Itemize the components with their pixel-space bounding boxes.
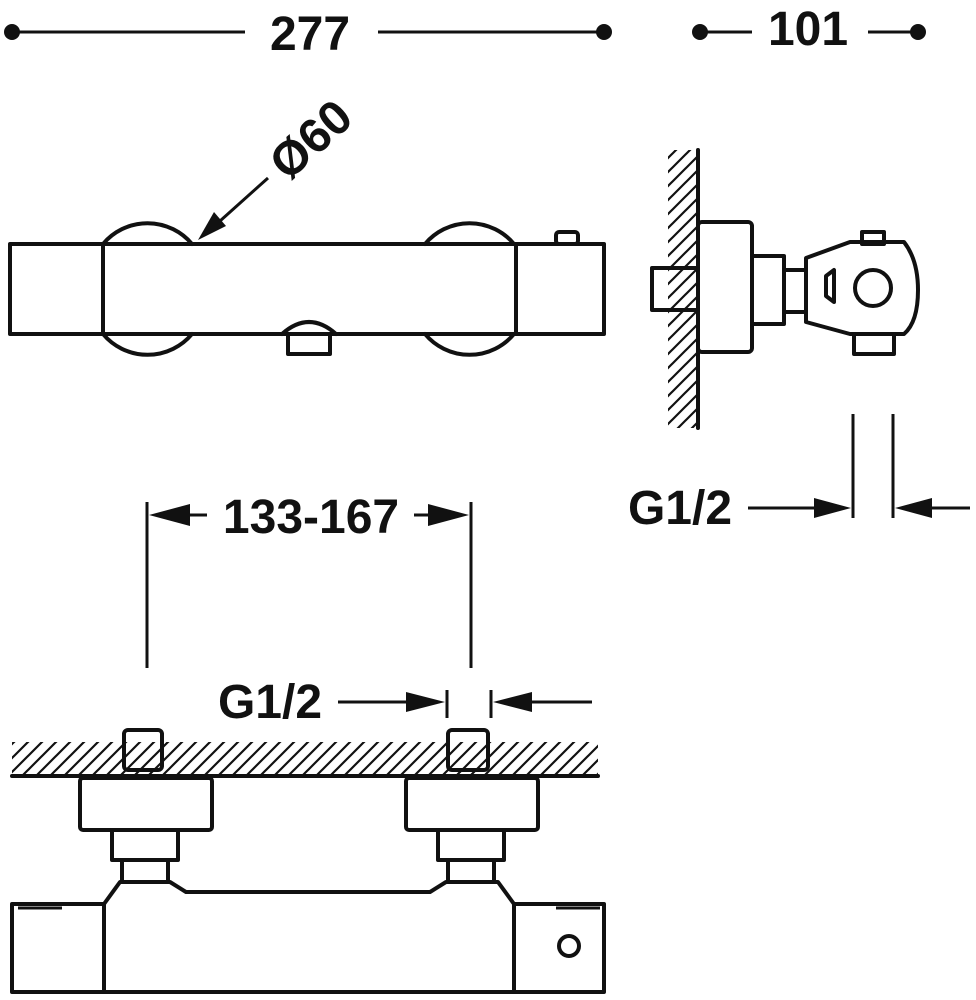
arrowhead-right bbox=[895, 498, 932, 518]
dimension-label-depth: 101 bbox=[768, 3, 848, 56]
leader-arrowhead bbox=[198, 212, 226, 240]
left-flange bbox=[78, 776, 214, 832]
right-flange bbox=[404, 776, 540, 832]
dimension-inlet-spacing: 133-167 bbox=[145, 491, 473, 668]
right-nut bbox=[436, 828, 506, 862]
dimension-dot-left bbox=[4, 24, 20, 40]
left-wall-fitting bbox=[122, 728, 164, 772]
left-nut bbox=[110, 828, 180, 862]
dimension-dot-right bbox=[910, 24, 926, 40]
left-handle-bottom bbox=[101, 332, 194, 357]
connector-nut bbox=[750, 254, 786, 326]
dimension-label-handle-diameter: Ø60 bbox=[260, 90, 363, 190]
dimension-thread-side: G1/2 bbox=[628, 414, 970, 535]
dimension-thread-top: G1/2 bbox=[218, 676, 592, 729]
dimension-overall-length: 277 bbox=[4, 8, 612, 61]
dimension-label-thread-top: G1/2 bbox=[218, 676, 322, 729]
side-clip bbox=[824, 268, 836, 304]
outlet-dome bbox=[280, 320, 338, 336]
dimension-dot-right bbox=[596, 24, 612, 40]
arrowhead-right bbox=[493, 692, 532, 712]
front-view bbox=[8, 221, 606, 357]
arrowhead-left bbox=[406, 692, 445, 712]
dimension-depth: 101 bbox=[692, 3, 926, 56]
safety-button-hole bbox=[557, 934, 581, 958]
connector-neck bbox=[782, 268, 808, 314]
wall-hatching bbox=[668, 150, 698, 428]
right-handle-top bbox=[423, 221, 516, 246]
right-handle-bottom bbox=[423, 332, 516, 357]
dimension-label-inlet-spacing: 133-167 bbox=[223, 491, 399, 544]
arrowhead-right bbox=[428, 504, 469, 526]
leader-line bbox=[218, 176, 270, 223]
outlet-connector bbox=[286, 332, 332, 356]
dimension-label-thread-side: G1/2 bbox=[628, 482, 732, 535]
side-view bbox=[650, 148, 920, 430]
dimension-handle-diameter: Ø60 bbox=[198, 90, 363, 240]
side-safety-button bbox=[860, 230, 886, 246]
mounting-flange bbox=[696, 220, 754, 354]
side-outlet-hole bbox=[853, 268, 893, 308]
safety-button bbox=[554, 230, 580, 246]
side-outlet-connector bbox=[852, 332, 896, 356]
arrowhead-left bbox=[814, 498, 851, 518]
left-neck bbox=[120, 858, 170, 884]
wall-hatching-bottom bbox=[12, 742, 598, 776]
right-wall-fitting bbox=[446, 728, 490, 772]
right-neck bbox=[446, 858, 496, 884]
dimension-dot-left bbox=[692, 24, 708, 40]
left-handle-top bbox=[101, 221, 194, 246]
arrowhead-left bbox=[149, 504, 190, 526]
dimension-label-overall-length: 277 bbox=[270, 8, 350, 61]
body-profile bbox=[804, 240, 920, 336]
top-view bbox=[10, 728, 606, 994]
